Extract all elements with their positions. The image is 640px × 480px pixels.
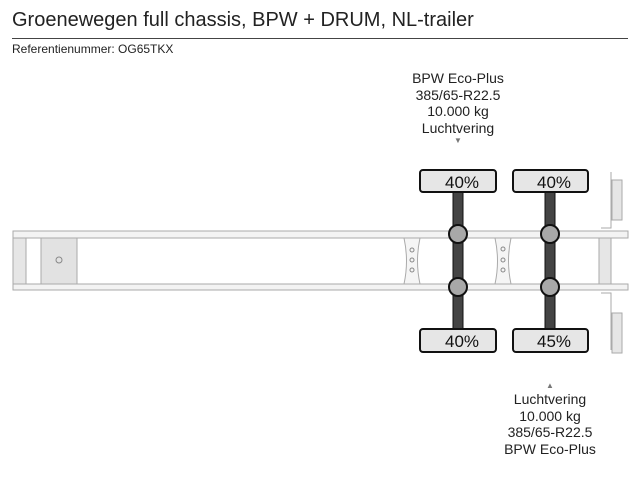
kingpin-plate [40,237,78,285]
hub [540,224,560,244]
axle-2: 40% 45% [512,169,589,353]
axle-1-tire-size: 385/65-R22.5 [415,86,501,103]
tire-right [419,328,497,353]
hub [448,224,468,244]
cross-member [403,237,421,285]
axle-1-brand: BPW Eco-Plus [412,70,504,86]
hub [540,277,560,297]
rear-frame [601,172,612,350]
hub [448,277,468,297]
axle-1-right-pct: 40% [445,332,479,351]
axle-2-spec: ▲ Luchtvering 10.000 kg 385/65-R22.5 BPW… [470,381,630,457]
axle-2-left-pct: 40% [537,173,571,192]
title-divider [12,38,628,39]
tire-left [419,169,497,193]
axle-2-brand: BPW Eco-Plus [504,440,596,457]
axle-2-tire-size: 385/65-R22.5 [507,424,593,440]
axle-2-suspension: Luchtvering [513,391,587,407]
top-rail [12,230,629,239]
axle-1-spec: BPW Eco-Plus 385/65-R22.5 10.000 kg Luch… [378,70,538,146]
axle-2-right-pct: 45% [537,332,571,351]
arrow-up-icon: ▲ [546,381,554,390]
reference-number: Referentienummer: OG65TKX [12,42,174,56]
tire-right [512,328,589,353]
tire-left [512,169,589,193]
axle-1: 40% 40% [419,169,497,353]
kingpin-icon [55,256,63,264]
rear-light [611,312,623,354]
axle-1-left-pct: 40% [445,173,479,192]
cross-member [494,237,512,285]
rear-bumper [598,237,612,285]
bottom-rail [12,283,629,291]
axle-1-suspension: Luchtvering [421,119,495,136]
page-title: Groenewegen full chassis, BPW + DRUM, NL… [12,9,474,31]
front-plate [12,237,27,285]
rear-light [611,179,623,221]
axle-1-load: 10.000 kg [427,103,489,119]
axle-2-load: 10.000 kg [519,407,581,424]
arrow-down-icon: ▼ [454,136,462,145]
